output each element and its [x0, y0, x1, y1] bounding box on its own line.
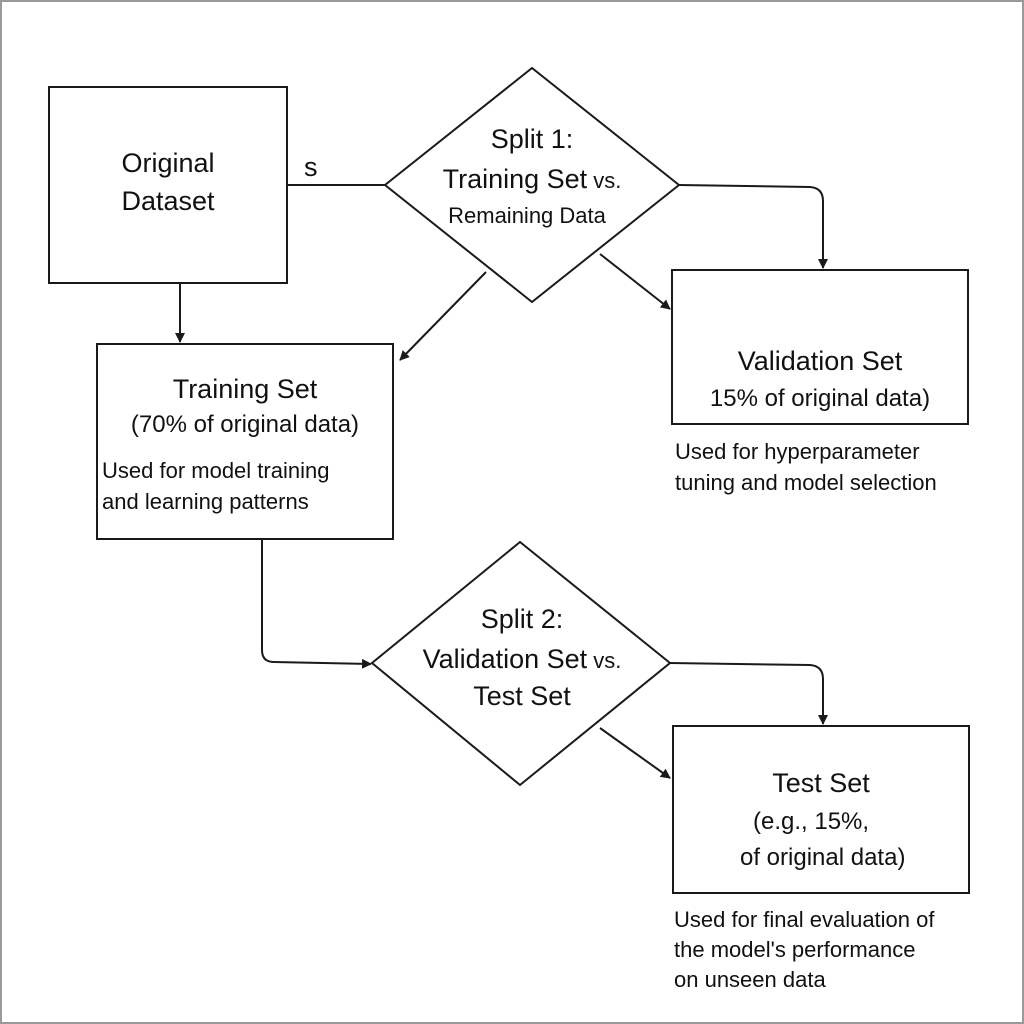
- split1-line2-main: Training Set: [442, 164, 588, 194]
- test-set-subtitle-line2: of original data): [740, 844, 906, 871]
- split1-diamond: [383, 66, 681, 304]
- split2-line2-suffix: vs.: [587, 648, 622, 673]
- validation-set-subtitle: 15% of original data): [709, 385, 931, 412]
- split1-title: Split 1:: [490, 124, 574, 154]
- original-dataset-box: [48, 86, 288, 284]
- validation-note-line1: Used for hyperparameter: [675, 439, 920, 464]
- test-note-line3: on unseen data: [674, 967, 826, 992]
- test-note-line1: Used for final evaluation of: [674, 907, 935, 932]
- training-set-note-line1: Used for model training: [102, 458, 330, 483]
- edge-split2-to-test-right: [669, 662, 828, 725]
- split2-title: Split 2:: [480, 604, 564, 634]
- training-set-title: Training Set: [172, 374, 318, 404]
- split2-line3: Test Set: [473, 681, 571, 711]
- edge-split1-to-validation-diag: [599, 253, 671, 310]
- training-set-note-line2: and learning patterns: [102, 489, 309, 514]
- edge-split2-to-test-diag: [599, 727, 671, 779]
- split1-line3: Remaining Data: [448, 203, 606, 228]
- test-note-line2: the model's performance: [674, 937, 916, 962]
- split2-line2-main: Validation Set: [422, 644, 588, 674]
- split1-line2: Training Set vs.: [392, 164, 672, 195]
- training-set-subtitle: (70% of original data): [130, 411, 360, 438]
- test-set-subtitle-line1: (e.g., 15%,: [753, 808, 870, 835]
- original-dataset-label-line1: Original: [121, 148, 215, 178]
- test-set-box: [672, 725, 970, 894]
- validation-set-title: Validation Set: [737, 346, 903, 376]
- test-set-title: Test Set: [772, 768, 870, 798]
- edge-training-to-split2: [261, 540, 372, 669]
- validation-note-line2: tuning and model selection: [675, 470, 937, 495]
- edge-label-s: s: [304, 152, 318, 182]
- split2-line2: Validation Set vs.: [382, 644, 662, 675]
- edge-split1-to-training: [399, 271, 487, 361]
- split2-diamond: [370, 540, 672, 787]
- training-set-box: [96, 343, 394, 540]
- split1-line2-suffix: vs.: [587, 168, 622, 193]
- original-dataset-label-line2: Dataset: [121, 186, 215, 216]
- validation-set-box: [671, 269, 969, 425]
- edge-split1-to-validation-right: [678, 184, 828, 269]
